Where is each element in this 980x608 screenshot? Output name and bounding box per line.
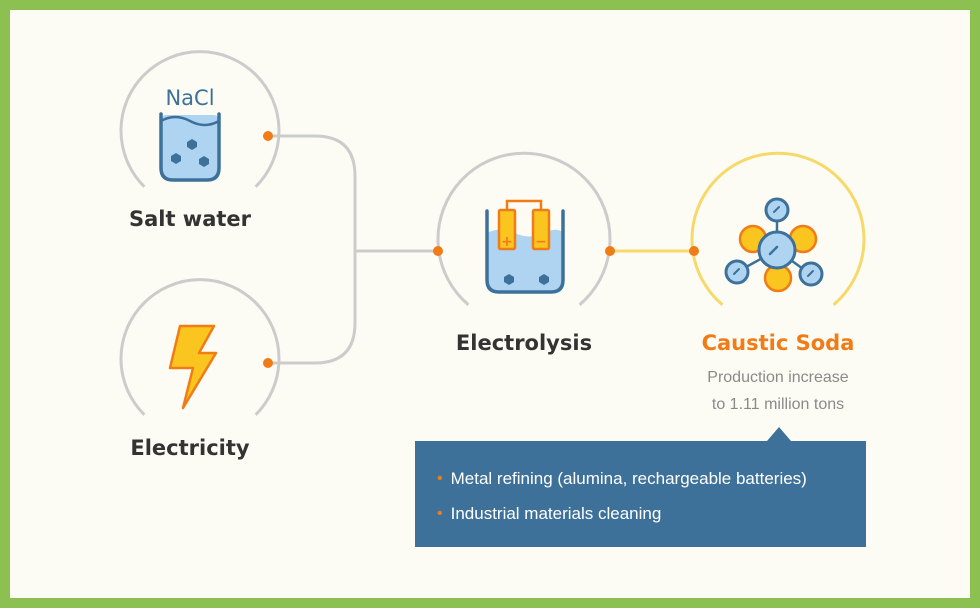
bullet-icon: • [437,469,443,487]
electrolysis-label: Electrolysis [455,331,593,355]
use-item-text: Industrial materials cleaning [450,503,662,523]
connector-salt-water [268,134,357,249]
salt-water-label: Salt water [128,207,252,231]
dot-salt-water [263,131,273,141]
connector-electricity [268,249,357,365]
molecule-icon [724,197,824,293]
connectors [268,134,694,365]
dot-caustic-soda-in [689,246,699,256]
salt-formula: NaCl [165,86,215,110]
connector-dots [263,131,699,368]
production-note-line-2: to 1.11 million tons [711,396,845,413]
bullet-icon: • [437,504,443,522]
beaker-with-salt-icon [159,112,221,182]
callout-pointer [767,427,791,441]
dot-electricity [263,358,273,368]
salt-water-circle [119,50,281,188]
lightning-bolt-icon [168,324,218,410]
electricity-circle [119,278,281,416]
use-item: • Industrial materials cleaning [437,496,866,531]
diagram-frame: + − NaCl Salt water Electric [10,10,970,598]
caustic-soda-label: Caustic Soda [701,331,855,355]
production-note-line-1: Production increase [707,369,849,386]
cathode-minus-sign: − [535,234,547,250]
process-diagram: + − [119,50,866,416]
anode-plus-sign: + [501,234,513,250]
dot-electrolysis-out [605,246,615,256]
use-item-text: Metal refining (alumina, rechargeable ba… [450,468,807,488]
dot-electrolysis-in [433,246,443,256]
use-item: • Metal refining (alumina, rechargeable … [437,461,866,496]
electricity-label: Electricity [130,436,250,460]
electrolysis-cell-icon: + − [485,199,565,294]
uses-callout: • Metal refining (alumina, rechargeable … [415,441,866,547]
